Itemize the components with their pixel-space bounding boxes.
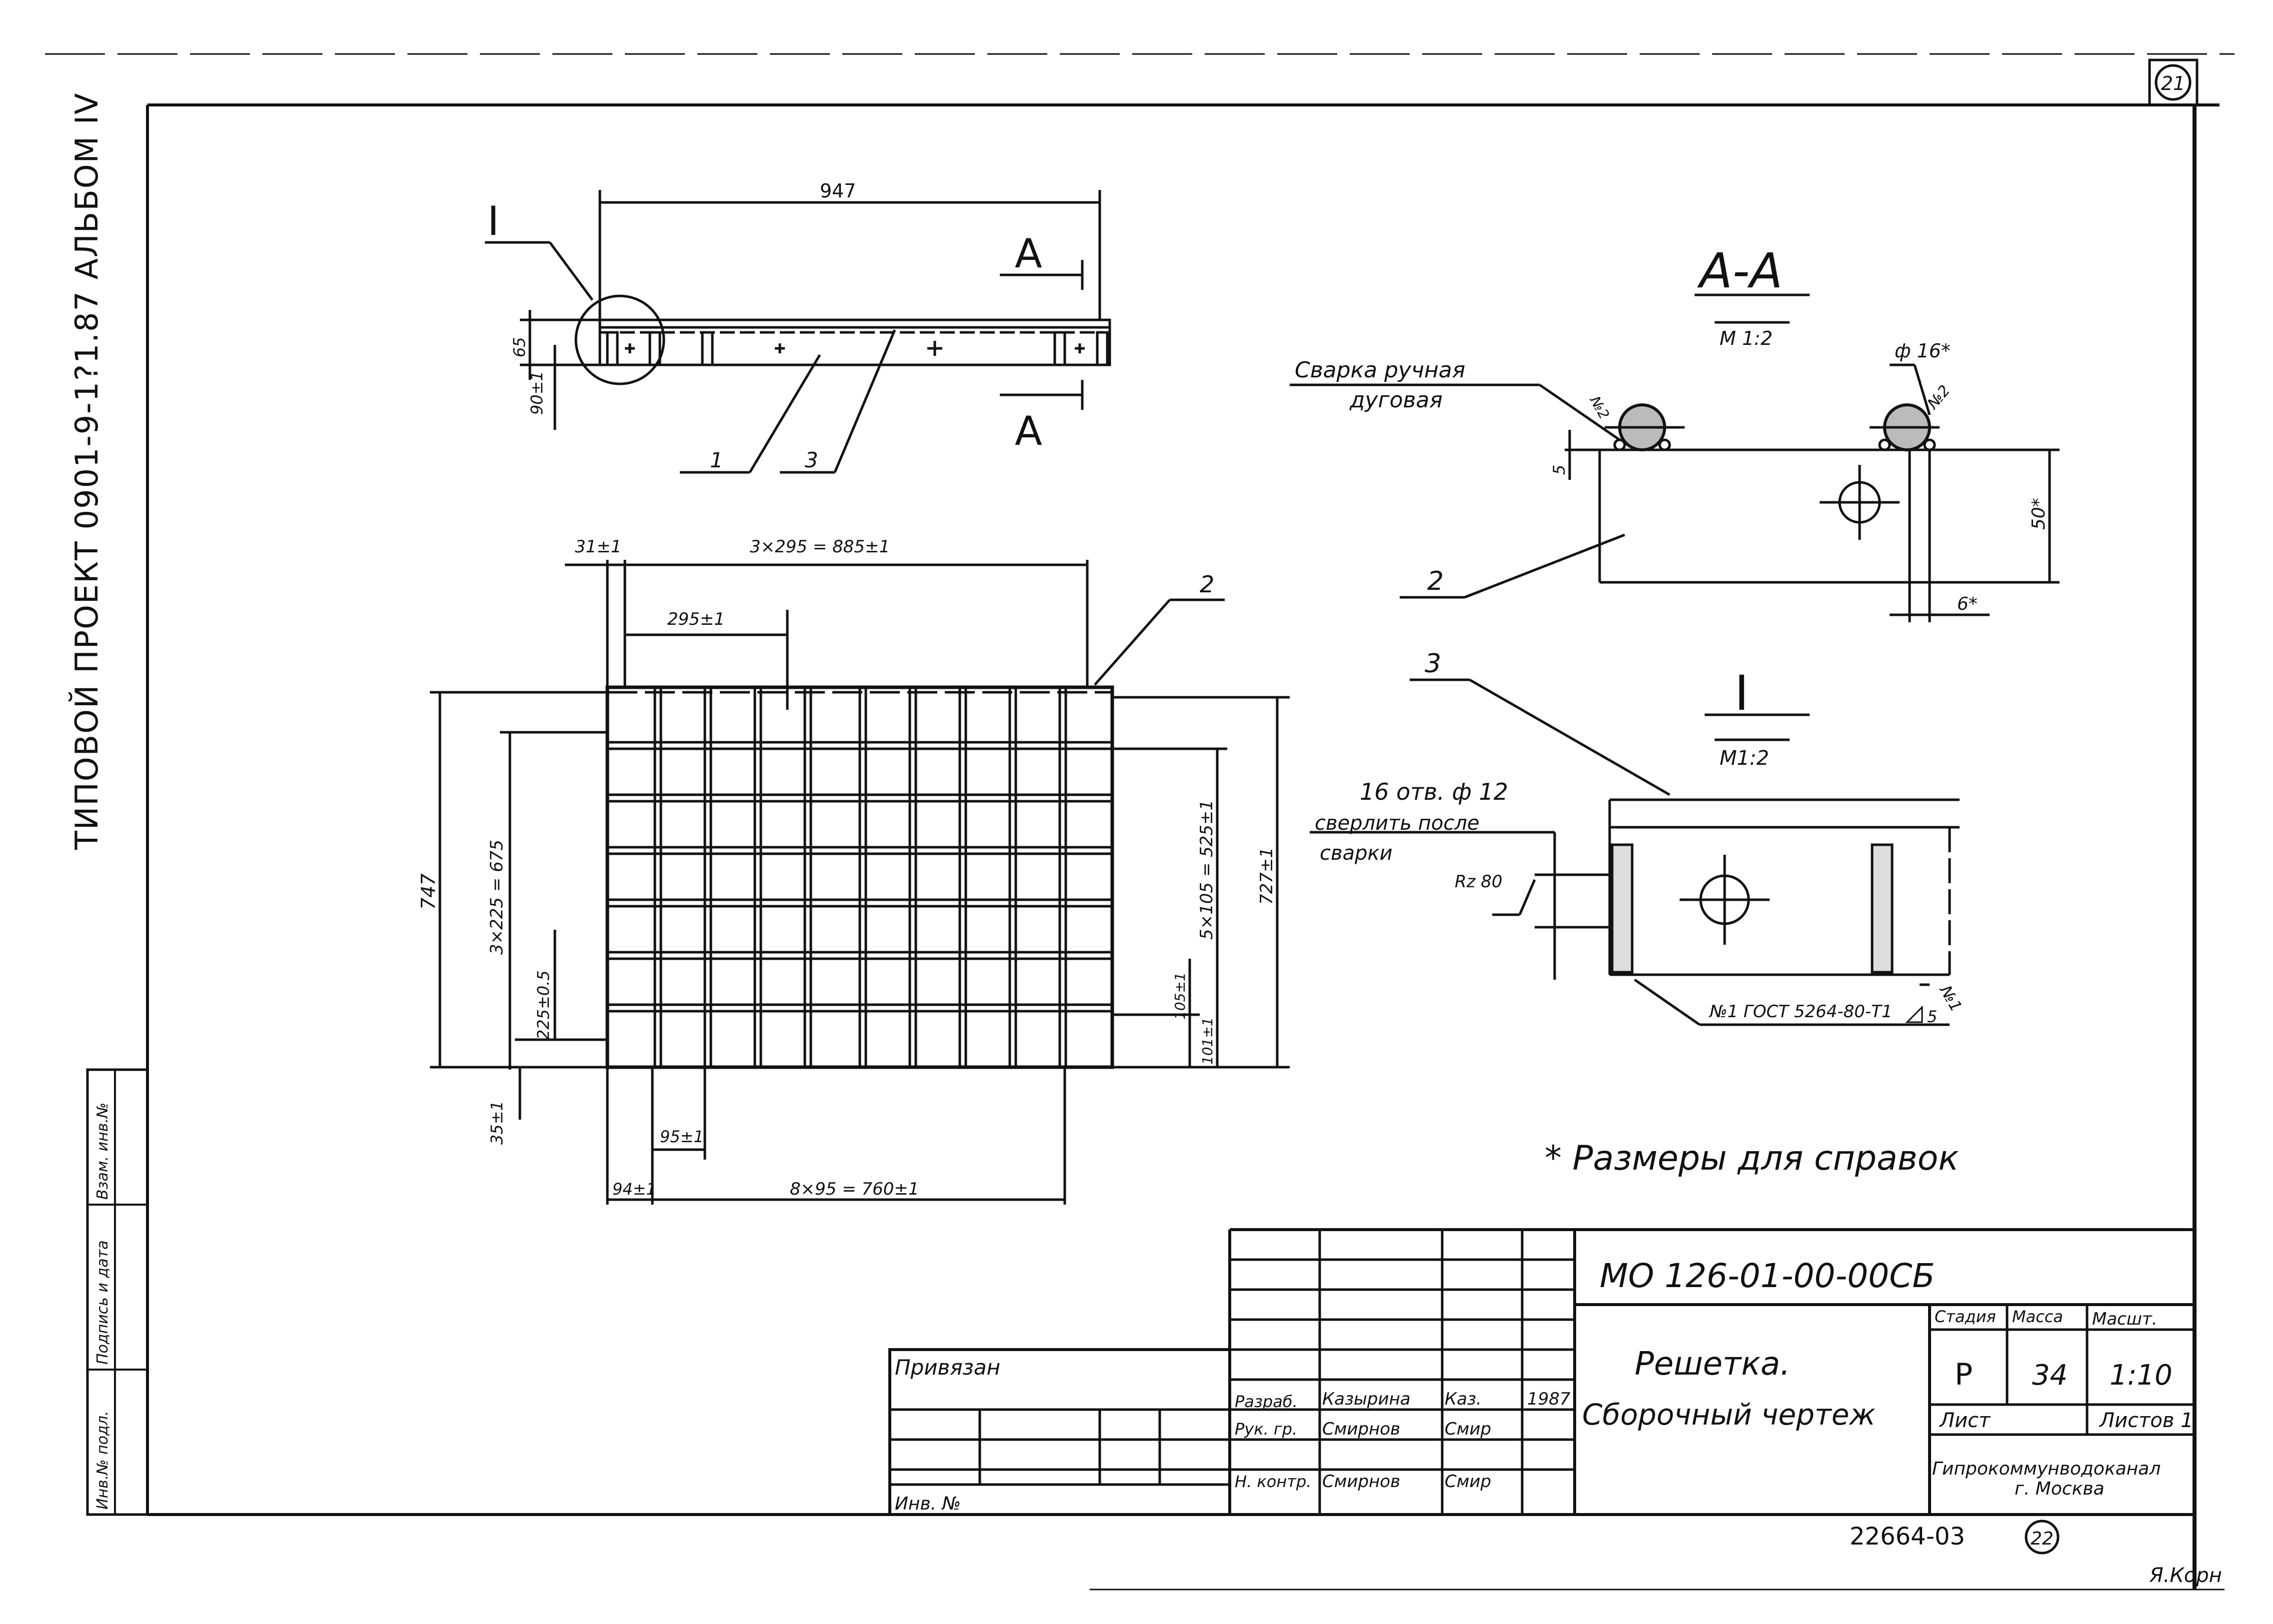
weld-note-line1: Сварка ручная — [1295, 357, 1465, 383]
mass-value: 34 — [2032, 1359, 2068, 1392]
stamp-cell-sign: Подпись и дата — [94, 1241, 111, 1365]
date-cell: 1987 — [1527, 1389, 1571, 1409]
callout-3: 3 — [805, 448, 818, 472]
role-cell: Н. контр. — [1235, 1472, 1311, 1491]
bottom-sheet-badge: 22 — [2025, 1520, 2060, 1555]
detail-i-scale: М1:2 — [1720, 747, 1769, 770]
dim-top-total: 3×295 = 885±1 — [750, 537, 890, 557]
signature-cell: Смир — [1445, 1419, 1491, 1439]
stage-label: Стадия — [1935, 1307, 1996, 1326]
section-mark-i: I — [487, 198, 499, 244]
hole-note-line2: сверлить после — [1315, 812, 1480, 835]
left-stamp: Инв.№ подл. Подпись и дата Взам. инв.№ — [86, 1068, 149, 1516]
hole-note-line1: 16 отв. ф 12 — [1360, 778, 1508, 805]
title-block: МО 126-01-00-00СБ Решетка. Сборочный чер… — [888, 1228, 2195, 1516]
detail-i-title: I — [1735, 665, 1749, 721]
dim-right-pitch: 105±1 — [1172, 972, 1188, 1020]
section-aa: А-А М 1:2 Сварка ручная дуговая ф 16* №2… — [1290, 243, 2060, 622]
hole-note-line3: сварки — [1320, 842, 1393, 865]
name-cell: Смирнов — [1322, 1472, 1400, 1492]
mass-label: Масса — [2012, 1307, 2063, 1326]
plan-view: 31±1 3×295 = 885±1 295±1 2 747 3×225 = 6… — [417, 537, 1290, 1205]
album-title: ТИПОВОЙ ПРОЕКТ 0901-9-1?1.87 АЛЬБОМ IV — [68, 92, 105, 850]
callout-1: 1 — [710, 448, 723, 472]
callout-3-detail: 3 — [1425, 649, 1441, 679]
dim-aa-thickness: 6* — [1957, 594, 1978, 614]
stage-value: Р — [1955, 1357, 1973, 1392]
dim-top-pitch: 295±1 — [667, 609, 725, 629]
name-cell: Смирнов — [1322, 1419, 1400, 1439]
cut-a-top: A — [1015, 230, 1042, 277]
weld-standard-note: №1 ГОСТ 5264-80-Т1 — [1709, 1002, 1893, 1022]
cut-a-bottom: A — [1015, 408, 1042, 454]
dim-top-left: 31±1 — [575, 537, 621, 557]
stamp-cell-inv: Инв.№ подл. — [94, 1411, 111, 1510]
doc-code: МО 126-01-00-00СБ — [1600, 1257, 1935, 1295]
org-line1: Гипрокоммунводоканал — [1932, 1459, 2161, 1479]
detail-i: I М1:2 3 16 отв. ф 12 сверлить после сва… — [1310, 649, 1966, 1026]
dim-right-bottom: 101±1 — [1199, 1017, 1216, 1065]
dim-left-total: 747 — [417, 873, 439, 910]
section-aa-title: А-А — [1697, 243, 1783, 299]
bottom-sheet-number: 22 — [2031, 1529, 2054, 1549]
dim-left-chain: 3×225 = 675 — [487, 840, 507, 955]
dim-offset: 90±1 — [527, 371, 546, 415]
sheet-number-badge: 21 — [2148, 58, 2199, 106]
role-cell: Рук. гр. — [1235, 1420, 1297, 1439]
corner-signature: Я.Корн — [2149, 1564, 2222, 1587]
callout-2-aa: 2 — [1427, 566, 1444, 596]
title-line2: Сборочный чертеж — [1582, 1398, 1876, 1432]
dim-bottom-pitch: 95±1 — [660, 1127, 704, 1146]
dim-left-pitch: 225±0.5 — [534, 970, 553, 1040]
inv-label: Инв. № — [895, 1494, 961, 1514]
reference-note: * Размеры для справок — [1545, 1139, 1959, 1178]
section-aa-scale: М 1:2 — [1720, 327, 1773, 349]
dim-bottom-left: 94±1 — [612, 1180, 656, 1199]
weld-leg-left: №2 — [1586, 392, 1613, 422]
album-title-text: ТИПОВОЙ ПРОЕКТ 0901-9-1?1.87 АЛЬБОМ IV — [68, 92, 105, 850]
org-line2: г. Москва — [2015, 1479, 2105, 1499]
name-cell: Казырина — [1322, 1389, 1411, 1409]
callout-2-plan: 2 — [1200, 571, 1214, 598]
dim-length: 947 — [820, 180, 856, 202]
scale-value: 1:10 — [2110, 1359, 2173, 1392]
dim-aa-5: 5 — [1550, 465, 1569, 475]
rod-diameter: ф 16* — [1895, 340, 1951, 362]
title-line1: Решетка. — [1635, 1346, 1790, 1383]
top-view: 947 65 90±1 I A A 1 3 — [485, 180, 1111, 474]
dim-bottom-chain: 8×95 = 760±1 — [790, 1179, 919, 1199]
signature-cell: Каз. — [1445, 1389, 1482, 1409]
bound-label: Привязан — [895, 1355, 1000, 1380]
dim-right-total: 727±1 — [1257, 847, 1277, 905]
scale-label: Масшт. — [2092, 1309, 2158, 1329]
role-row: Рук. гр. Смирнов Смир — [1235, 1419, 1491, 1439]
weld-right-mark: №1 — [1936, 981, 1966, 1015]
dim-height: 65 — [510, 337, 529, 357]
dim-aa-height: 50* — [2029, 498, 2049, 530]
role-cell: Разраб. — [1235, 1392, 1298, 1411]
role-row: Разраб. Казырина Каз. 1987 — [1235, 1389, 1571, 1411]
sheets-label: Листов 1 — [2099, 1409, 2194, 1432]
sheet-frame — [45, 53, 2235, 1591]
weld-note-line2: дуговая — [1349, 387, 1443, 413]
weld-size: 5 — [1927, 1007, 1937, 1026]
inventory-number: 22664-03 — [1850, 1523, 1965, 1551]
dim-right-chain: 5×105 = 525±1 — [1197, 800, 1217, 940]
sheet-number: 21 — [2161, 72, 2185, 94]
stamp-cell-replace: Взам. инв.№ — [94, 1103, 111, 1200]
roughness-mark: Rz 80 — [1455, 872, 1503, 892]
signature-cell: Смир — [1445, 1472, 1491, 1492]
role-row: Н. контр. Смирнов Смир — [1235, 1472, 1491, 1492]
dim-left-bottom: 35±1 — [487, 1101, 506, 1145]
sheet-label: Лист — [1939, 1409, 1991, 1432]
